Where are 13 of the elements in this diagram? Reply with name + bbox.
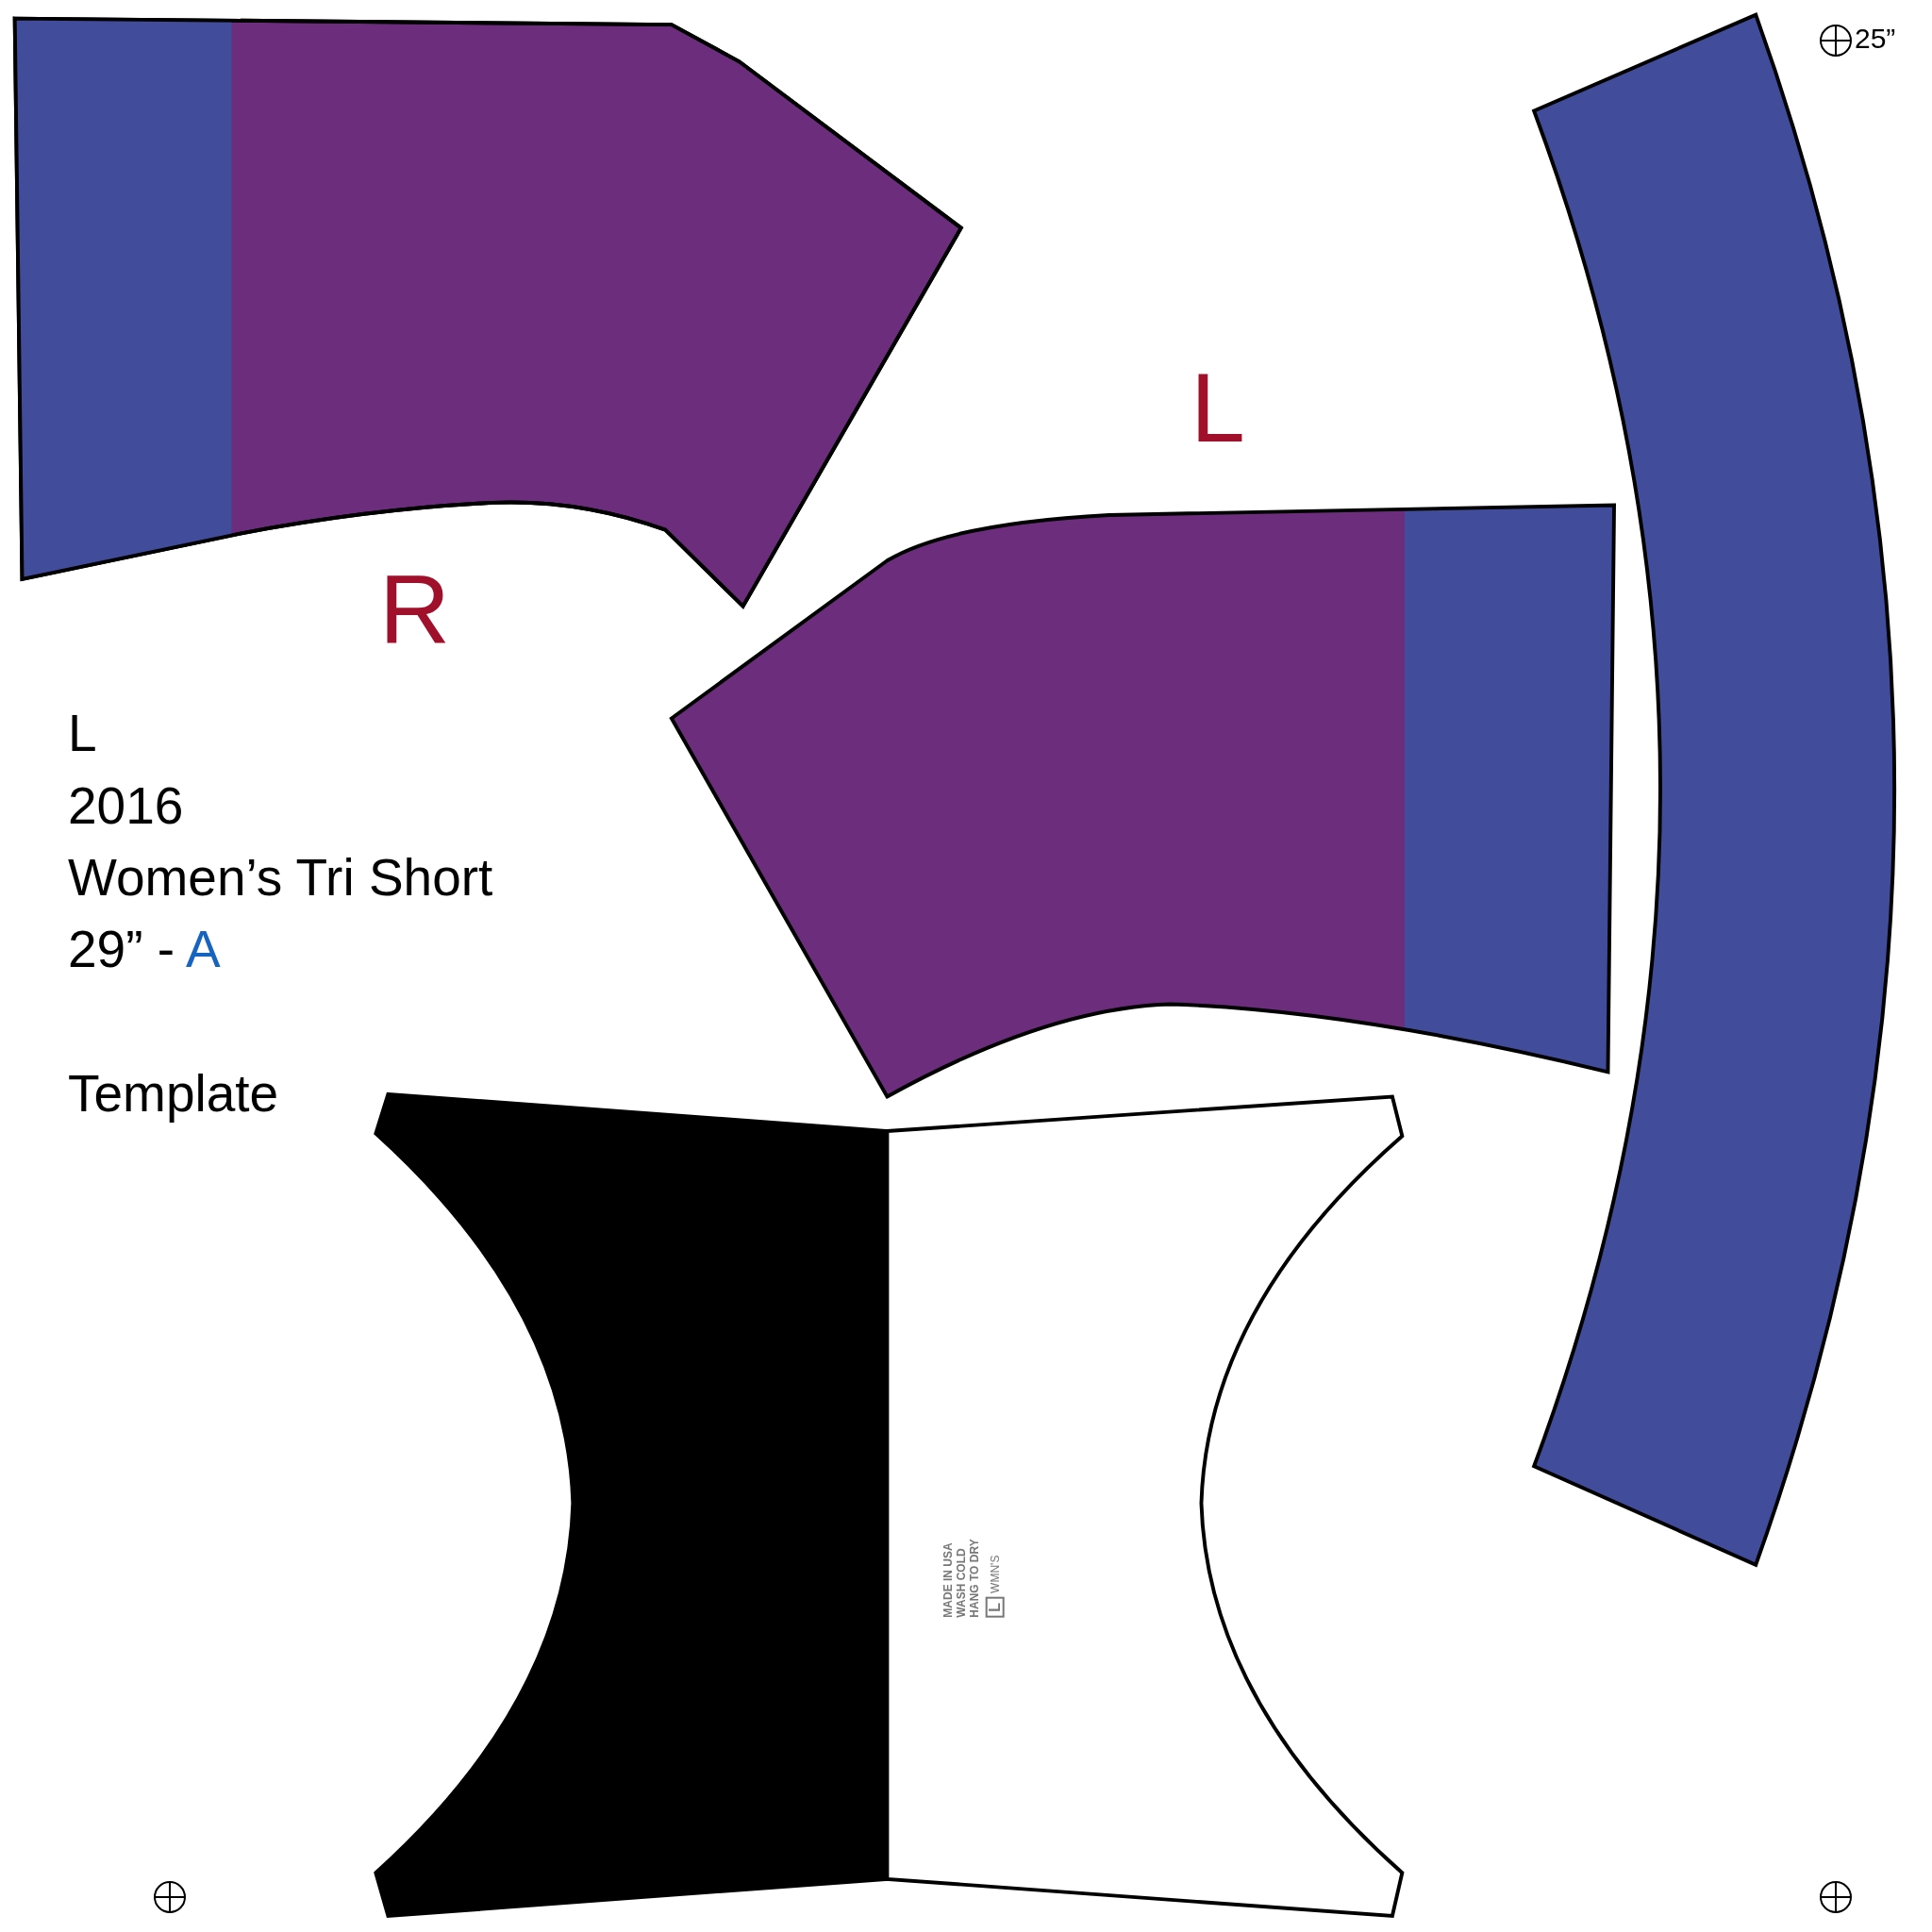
template-info-text: A (186, 924, 221, 975)
piece-label: L (1191, 358, 1245, 457)
care-label-text: WASH COLD (955, 1548, 967, 1618)
template-info-text: 2016 (68, 780, 184, 832)
care-label-text: MADE IN USA (941, 1542, 954, 1618)
size-tag: L (985, 1596, 1005, 1618)
care-label-text: HANG TO DRY (968, 1539, 980, 1618)
size-label: 25” (1855, 25, 1896, 53)
template-info-text: L (68, 708, 97, 759)
care-label-text: WMN'S (989, 1555, 1001, 1593)
piece-label: R (379, 560, 451, 658)
template-info-text: 29” - (68, 924, 175, 975)
template-info-text: Women’s Tri Short (68, 852, 493, 904)
